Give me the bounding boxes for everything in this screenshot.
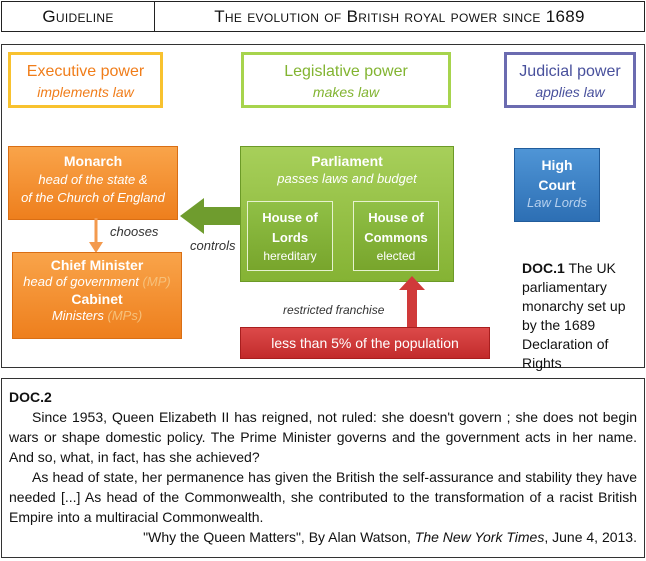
controls-label: controls xyxy=(190,238,236,253)
monarch-title: Monarch xyxy=(63,153,123,169)
chooses-arrow-icon xyxy=(89,218,103,253)
legislative-power-subtitle: makes law xyxy=(312,84,380,100)
house-of-lords-box: House of Lords hereditary xyxy=(247,201,333,271)
chooses-label: chooses xyxy=(110,224,159,239)
court-line2: Court xyxy=(538,177,576,193)
lords-title-line1: House of xyxy=(262,210,318,225)
doc1-diagram-frame xyxy=(1,44,645,368)
page-title: The evolution of British royal power sin… xyxy=(155,1,645,32)
court-line1: High xyxy=(541,157,573,173)
guideline-label: Guideline xyxy=(1,1,155,32)
monarch-box: Monarch head of the state & of the Churc… xyxy=(8,146,178,220)
lords-note: hereditary xyxy=(263,249,317,263)
doc2-source-publication: The New York Times xyxy=(414,529,545,545)
cabinet-ministers: Ministers xyxy=(51,308,104,323)
doc2-text-box: DOC.2 Since 1953, Queen Elizabeth II has… xyxy=(1,378,645,558)
parliament-title: Parliament xyxy=(311,153,383,169)
commons-note: elected xyxy=(376,249,416,263)
house-of-commons-box: House of Commons elected xyxy=(353,201,439,271)
commons-title-line1: House of xyxy=(368,210,424,225)
controls-arrow-icon xyxy=(180,198,242,234)
lords-title-line2: Lords xyxy=(271,230,309,245)
executive-power-box: Executive power implements law xyxy=(8,52,163,108)
cabinet-mps: (MPs) xyxy=(107,308,143,323)
chief-minister-mp: (MP) xyxy=(142,274,171,289)
legislative-power-box: Legislative power makes law xyxy=(241,52,451,108)
doc2-source-date: , June 4, 2013. xyxy=(544,529,637,545)
chief-minister-box: Chief Minister head of government (MP) C… xyxy=(12,252,182,339)
court-law-lords: Law Lords xyxy=(527,195,587,210)
executive-power-title: Executive power xyxy=(26,63,145,80)
high-court-box: High Court Law Lords xyxy=(514,148,600,222)
doc2-paragraph-2: As head of state, her permanence has giv… xyxy=(9,469,637,525)
doc2-source: "Why the Queen Matters", By Alan Watson,… xyxy=(9,527,637,547)
cabinet-title: Cabinet xyxy=(71,291,123,307)
franchise-arrow-icon xyxy=(399,276,425,328)
population-box: less than 5% of the population xyxy=(240,327,490,359)
doc1-label: DOC.1 xyxy=(522,260,565,276)
chief-minister-title: Chief Minister xyxy=(50,257,144,273)
chief-minister-role: head of government xyxy=(23,274,139,289)
restricted-franchise-label: restricted franchise xyxy=(283,303,385,317)
doc2-paragraph-1: Since 1953, Queen Elizabeth II has reign… xyxy=(9,409,637,465)
doc1-caption: DOC.1 The UK parliamentary monarchy set … xyxy=(522,259,640,373)
judicial-power-box: Judicial power applies law xyxy=(504,52,636,108)
doc2-title: DOC.2 xyxy=(9,389,52,405)
parliament-subtitle: passes laws and budget xyxy=(277,171,417,186)
legislative-power-title: Legislative power xyxy=(284,63,408,80)
monarch-line1: head of the state & xyxy=(38,172,148,187)
judicial-power-title: Judicial power xyxy=(519,63,621,80)
commons-title-line2: Commons xyxy=(364,230,428,245)
executive-power-subtitle: implements law xyxy=(37,84,134,100)
judicial-power-subtitle: applies law xyxy=(535,84,605,100)
doc1-caption-text: The UK parliamentary monarchy set up by … xyxy=(522,260,626,371)
doc2-source-title: "Why the Queen Matters", By Alan Watson, xyxy=(143,529,415,545)
monarch-line2: of the Church of England xyxy=(21,190,165,205)
